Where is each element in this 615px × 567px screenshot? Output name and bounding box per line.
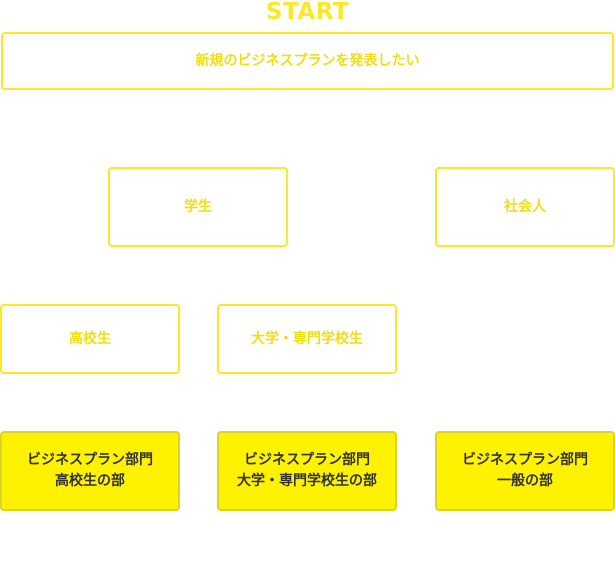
outcome-general-line1: ビジネスプラン部門: [462, 452, 588, 468]
outcome-university: ビジネスプラン部門 大学・専門学校生の部: [217, 431, 397, 511]
root-node: 新規のビジネスプランを発表したい: [1, 32, 614, 90]
node-student: 学生: [108, 167, 288, 247]
outcome-university-line2: 大学・専門学校生の部: [237, 473, 377, 489]
node-university: 大学・専門学校生: [217, 304, 397, 374]
node-university-label: 大学・専門学校生: [251, 330, 363, 347]
node-working-adult-label: 社会人: [504, 198, 546, 215]
outcome-high-school: ビジネスプラン部門 高校生の部: [0, 431, 180, 511]
start-label: START: [265, 0, 350, 25]
outcome-high-school-line2: 高校生の部: [55, 473, 125, 489]
node-high-school: 高校生: [0, 304, 180, 374]
outcome-general-line2: 一般の部: [497, 473, 553, 489]
node-student-label: 学生: [184, 198, 212, 215]
outcome-university-line1: ビジネスプラン部門: [244, 452, 370, 468]
node-high-school-label: 高校生: [69, 330, 111, 347]
outcome-high-school-line1: ビジネスプラン部門: [27, 452, 153, 468]
outcome-general: ビジネスプラン部門 一般の部: [435, 431, 615, 511]
node-working-adult: 社会人: [435, 167, 615, 247]
root-node-label: 新規のビジネスプランを発表したい: [195, 52, 420, 69]
